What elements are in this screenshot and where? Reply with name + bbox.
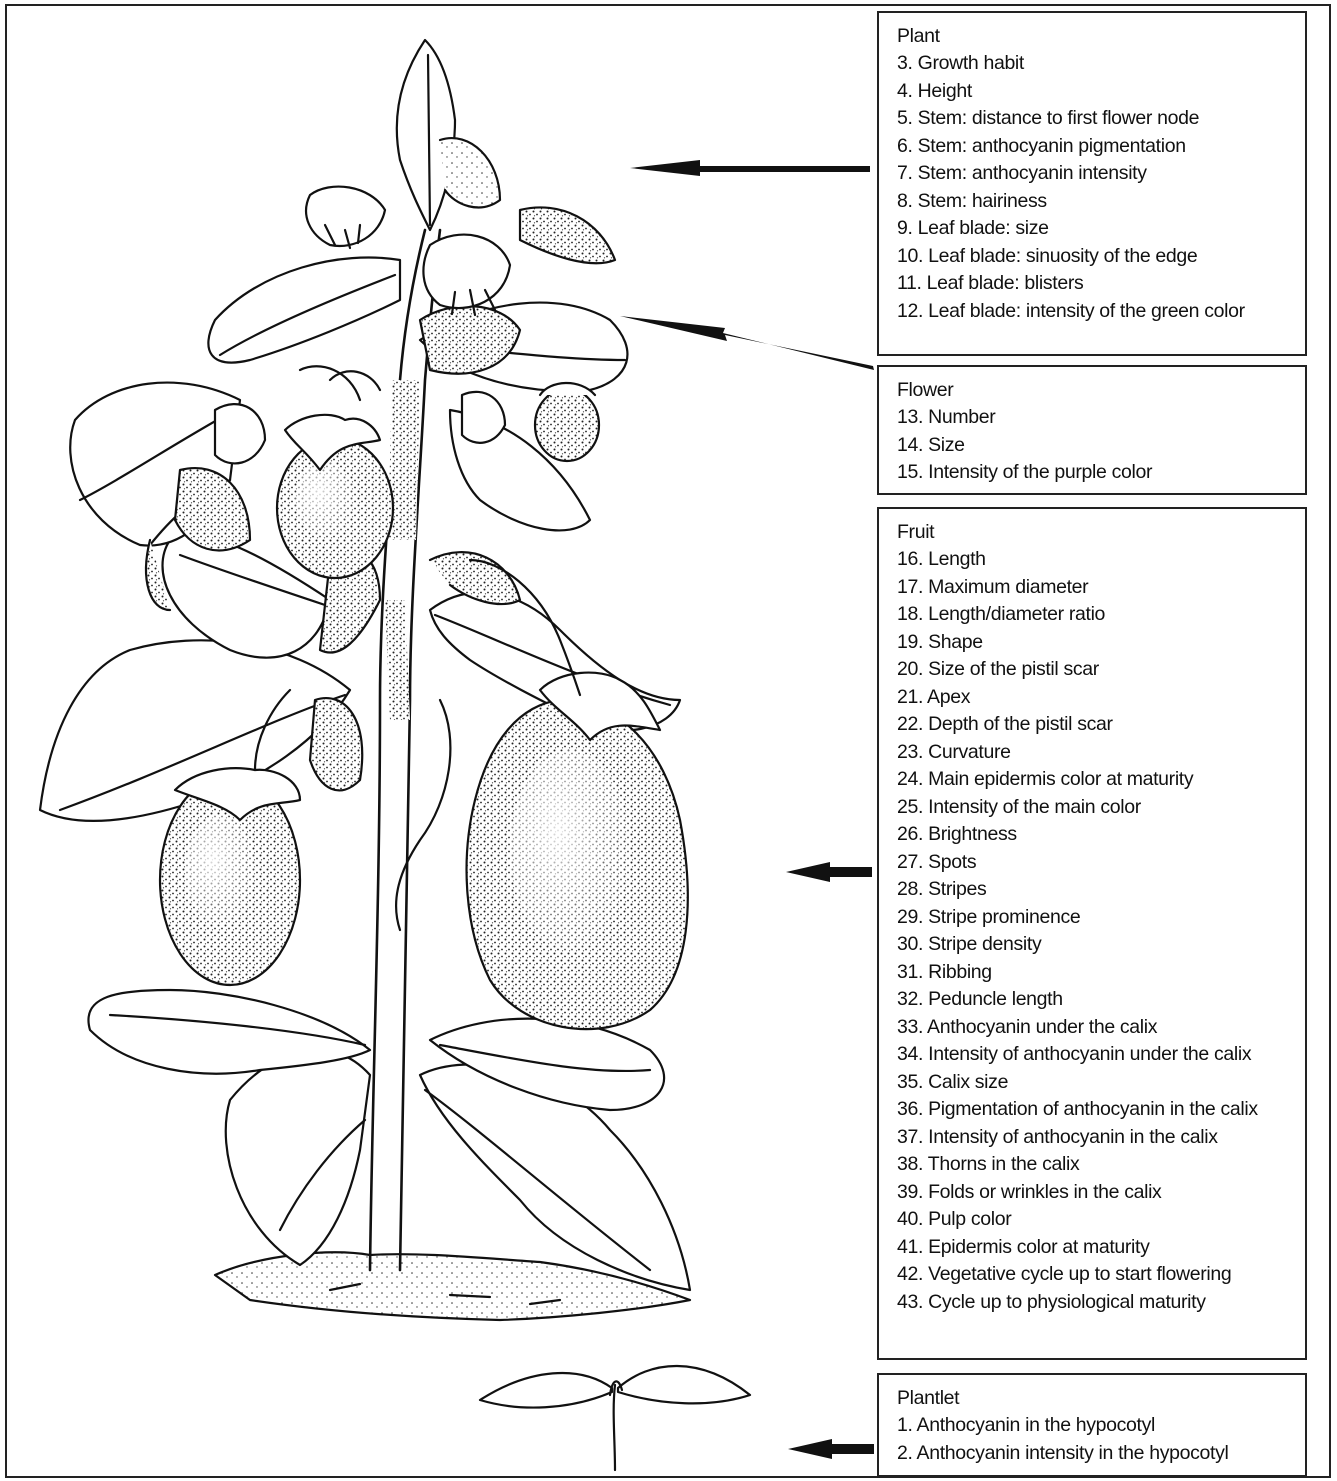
plantlet-traits-box: Plantlet 1. Anthocyanin in the hypocotyl… [877,1373,1307,1477]
list-item: 42. Vegetative cycle up to start floweri… [897,1261,1258,1289]
plant-trait-list: 3. Growth habit 4. Height 5. Stem: dista… [897,50,1245,325]
plantlet-box-title: Plantlet [897,1385,959,1412]
list-item: 31. Ribbing [897,959,1258,987]
list-item: 19. Shape [897,629,1258,657]
list-item: 1. Anthocyanin in the hypocotyl [897,1412,1228,1440]
list-item: 23. Curvature [897,739,1258,767]
list-item: 40. Pulp color [897,1206,1258,1234]
list-item: 11. Leaf blade: blisters [897,270,1245,298]
list-item: 8. Stem: hairiness [897,188,1245,216]
list-item: 29. Stripe prominence [897,904,1258,932]
arrow-plantlet [782,1437,882,1461]
plant-box-title: Plant [897,23,940,50]
list-item: 15. Intensity of the purple color [897,459,1152,487]
list-item: 28. Stripes [897,876,1258,904]
fruit-box-title: Fruit [897,519,934,546]
fruit-traits-box: Fruit 16. Length 17. Maximum diameter 18… [877,507,1307,1360]
arrow-plant [620,155,880,185]
list-item: 25. Intensity of the main color [897,794,1258,822]
list-item: 2. Anthocyanin intensity in the hypocoty… [897,1440,1228,1468]
list-item: 16. Length [897,546,1258,574]
flower-trait-list: 13. Number 14. Size 15. Intensity of the… [897,404,1152,487]
fruit-trait-list: 16. Length 17. Maximum diameter 18. Leng… [897,546,1258,1316]
list-item: 22. Depth of the pistil scar [897,711,1258,739]
list-item: 6. Stem: anthocyanin pigmentation [897,133,1245,161]
list-item: 3. Growth habit [897,50,1245,78]
flower-traits-box: Flower 13. Number 14. Size 15. Intensity… [877,365,1307,495]
arrow-flower [615,308,880,378]
list-item: 13. Number [897,404,1152,432]
plant-traits-box: Plant 3. Growth habit 4. Height 5. Stem:… [877,11,1307,356]
list-item: 24. Main epidermis color at maturity [897,766,1258,794]
list-item: 17. Maximum diameter [897,574,1258,602]
list-item: 26. Brightness [897,821,1258,849]
list-item: 33. Anthocyanin under the calix [897,1014,1258,1042]
list-item: 20. Size of the pistil scar [897,656,1258,684]
list-item: 12. Leaf blade: intensity of the green c… [897,298,1245,326]
list-item: 30. Stripe density [897,931,1258,959]
list-item: 37. Intensity of anthocyanin in the cali… [897,1124,1258,1152]
flower-box-title: Flower [897,377,953,404]
list-item: 38. Thorns in the calix [897,1151,1258,1179]
list-item: 41. Epidermis color at maturity [897,1234,1258,1262]
list-item: 32. Peduncle length [897,986,1258,1014]
list-item: 36. Pigmentation of anthocyanin in the c… [897,1096,1258,1124]
list-item: 14. Size [897,432,1152,460]
list-item: 10. Leaf blade: sinuosity of the edge [897,243,1245,271]
list-item: 27. Spots [897,849,1258,877]
list-item: 9. Leaf blade: size [897,215,1245,243]
list-item: 39. Folds or wrinkles in the calix [897,1179,1258,1207]
plantlet-trait-list: 1. Anthocyanin in the hypocotyl 2. Antho… [897,1412,1228,1467]
list-item: 7. Stem: anthocyanin intensity [897,160,1245,188]
list-item: 21. Apex [897,684,1258,712]
arrow-fruit [780,860,880,884]
list-item: 18. Length/diameter ratio [897,601,1258,629]
list-item: 34. Intensity of anthocyanin under the c… [897,1041,1258,1069]
list-item: 4. Height [897,78,1245,106]
list-item: 35. Calix size [897,1069,1258,1097]
list-item: 43. Cycle up to physiological maturity [897,1289,1258,1317]
list-item: 5. Stem: distance to first flower node [897,105,1245,133]
